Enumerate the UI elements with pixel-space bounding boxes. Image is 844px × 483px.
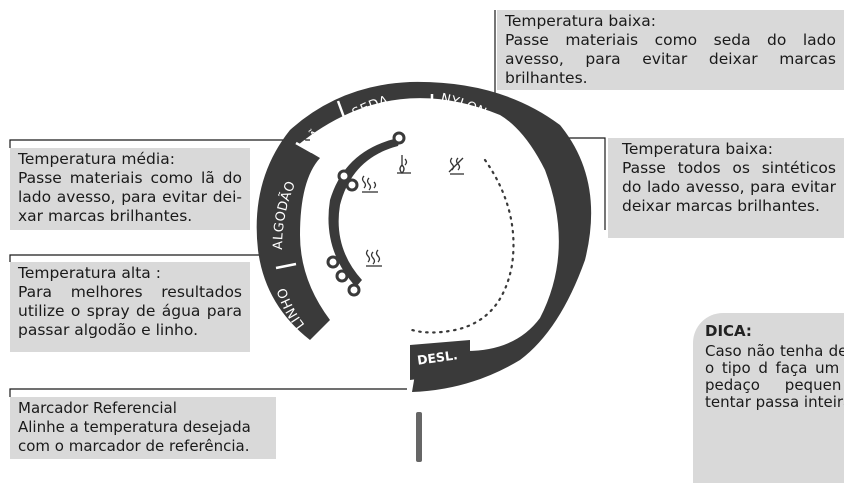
- steam-icon: [361, 175, 378, 193]
- note-seda: Temperatura baixa: Passe materiais como …: [497, 10, 844, 90]
- note-seda-body: Passe materiais como seda do lado avesso…: [505, 31, 836, 87]
- dial-inner-arc: [328, 138, 399, 287]
- separator-line: [275, 262, 297, 270]
- temp-dot: [347, 283, 361, 297]
- temperature-dial: SEDA NYLON LÃ ALGODÃO LINHO: [256, 81, 592, 462]
- la-connector-line: [9, 139, 310, 148]
- note-marker-title: Marcador Referencial: [18, 399, 177, 417]
- marker-connector-line: [9, 388, 407, 397]
- note-marker-body: Alinhe a temperatura desejada com o marc…: [18, 418, 251, 455]
- tip-body: Caso não tenha de qual o tipo d faça um …: [705, 342, 844, 411]
- dial-dotted-arc: [410, 158, 515, 334]
- tip-box: DICA: Caso não tenha de qual o tipo d fa…: [693, 313, 844, 483]
- desl-tab: [410, 340, 470, 380]
- note-la-title: Temperatura média:: [18, 150, 175, 168]
- separator-line: [295, 141, 313, 154]
- note-seda-title: Temperatura baixa:: [505, 12, 656, 30]
- note-nylon-body: Passe todos os sintéticos do lado avesso…: [622, 159, 836, 215]
- reference-marker: [416, 412, 422, 462]
- temp-dot: [326, 255, 340, 269]
- note-marker: Marcador Referencial Alinhe a temperatur…: [10, 397, 276, 459]
- steam-off-icon: [397, 155, 411, 174]
- separator-line: [336, 100, 347, 121]
- temp-dot: [335, 269, 349, 283]
- temp-dot: [337, 169, 351, 183]
- tip-title: DICA:: [705, 322, 752, 340]
- note-nylon: Temperatura baixa: Passe todos os sintét…: [608, 138, 844, 238]
- no-steam-icon: [448, 157, 464, 175]
- note-algodao-title: Temperatura alta :: [18, 264, 161, 282]
- steam-icon: [365, 249, 382, 267]
- note-la: Temperatura média: Passe materiais como …: [10, 148, 250, 230]
- note-algodao: Temperatura alta : Para melhores resulta…: [10, 262, 250, 352]
- temp-dot: [345, 178, 359, 192]
- note-algodao-body: Para melhores resultados utilize o spray…: [18, 283, 242, 339]
- note-la-body: Passe materiais como lã do lado avesso, …: [18, 169, 242, 225]
- note-nylon-title: Temperatura baixa:: [622, 140, 773, 158]
- temp-dot: [392, 131, 406, 145]
- algodao-connector-line: [9, 254, 286, 262]
